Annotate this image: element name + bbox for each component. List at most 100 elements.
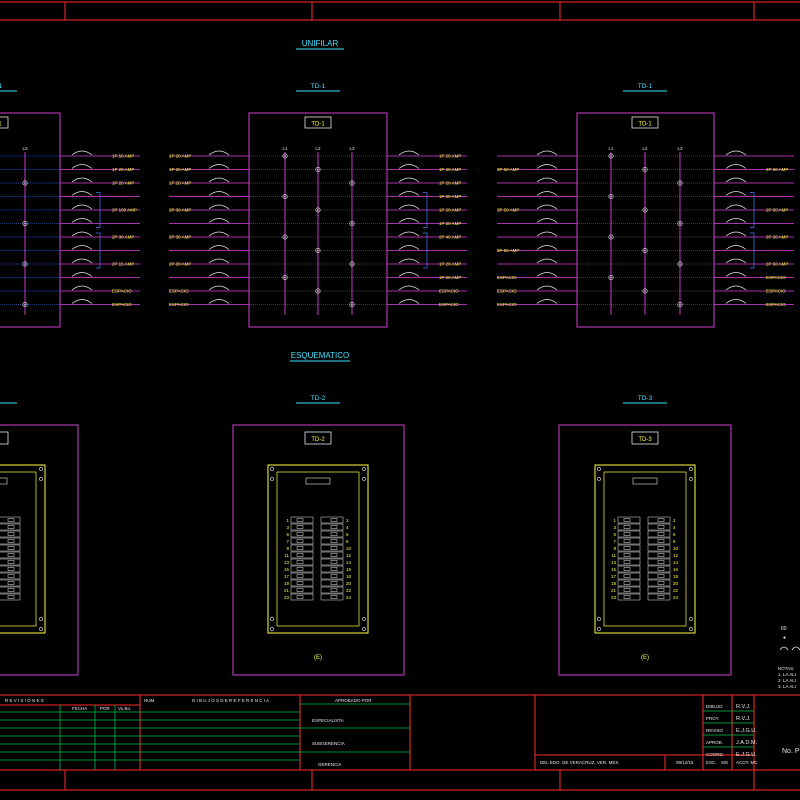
circuit-label-right: 1P 20 AMP	[439, 262, 461, 267]
breaker-handle	[330, 567, 338, 571]
breaker-slot	[647, 558, 671, 566]
breaker-handle	[623, 525, 631, 529]
bus-tap-icon	[315, 207, 321, 213]
bus-tap-dot	[679, 263, 681, 265]
bus-tap-dot	[679, 303, 681, 306]
circuit-label-right: 1P 20 AMP	[439, 208, 461, 213]
circuit-number: 13	[284, 560, 290, 565]
bus-tap-dot	[284, 276, 286, 279]
breaker-slot	[290, 565, 314, 573]
group-bracket	[750, 232, 755, 269]
panel-header-title: TD-1	[311, 83, 326, 90]
tb-field-label: COORD.	[706, 752, 724, 757]
bus-tap-icon	[22, 301, 28, 308]
screw-icon	[689, 617, 693, 621]
circuit-label-right: 2P 50 AMP	[766, 235, 788, 240]
circuit-number: 18	[346, 574, 352, 579]
breaker-slot	[617, 523, 641, 531]
circuit-label-left: 1P 20 AMP	[169, 167, 191, 172]
bus-tap-icon	[315, 166, 321, 173]
schematic-box-title: TD-2	[311, 437, 325, 443]
reference-label: D I B U J O S D E R E F E R E N C I A	[192, 698, 269, 703]
main-breaker	[632, 477, 658, 485]
breaker-slot	[0, 593, 21, 601]
breaker-slot	[647, 572, 671, 580]
breaker-icon	[725, 245, 747, 250]
breaker-slot	[290, 586, 314, 594]
phase-label: L2	[315, 146, 321, 151]
breaker-slot	[320, 593, 344, 601]
bus-tap-icon	[22, 180, 28, 186]
bus-tap-icon	[349, 301, 355, 308]
bus-tap-dot	[317, 290, 319, 292]
circuit-number: 16	[346, 567, 352, 572]
circuit-label-right: 2P 30 AMP	[112, 235, 134, 240]
bus-tap-icon	[608, 193, 614, 200]
circuit-number: 5	[613, 532, 616, 537]
breaker-icon	[71, 231, 93, 237]
por-label: POR	[100, 706, 111, 711]
circuit-label-right: 1P 20 AMP	[439, 275, 461, 280]
bus-tap-icon	[608, 153, 614, 159]
breaker-icon	[71, 272, 93, 277]
note-line-3: 3. LA ALI	[778, 684, 796, 689]
breaker-handle	[657, 588, 665, 592]
circuit-label-right: 1P 50 AMP	[112, 154, 134, 159]
bus-tap-dot	[351, 303, 353, 306]
circuit-label-left: 3P 50 AMP	[497, 248, 519, 253]
breaker-icon	[71, 299, 93, 304]
breaker-icon	[208, 164, 230, 169]
breaker-icon	[398, 218, 420, 223]
breaker-slot	[0, 523, 21, 531]
circuit-label-right: ESPACIO	[112, 302, 132, 307]
breaker-icon	[208, 204, 230, 210]
breaker-handle	[296, 525, 304, 529]
panel-box	[248, 112, 388, 328]
breaker-handle	[330, 518, 338, 522]
breaker-symbol-icon	[779, 646, 800, 651]
breaker-slot	[320, 537, 344, 545]
circuit-number: 3	[613, 525, 616, 530]
breaker-icon	[208, 150, 230, 156]
breaker-slot	[617, 558, 641, 566]
breaker-slot	[617, 579, 641, 587]
breaker-slot	[320, 558, 344, 566]
circuit-label-right: 2P 50 AMP	[766, 208, 788, 213]
panel-inner-frame	[603, 471, 687, 627]
breaker-icon	[536, 272, 558, 277]
screw-icon	[689, 467, 693, 471]
breaker-handle	[296, 588, 304, 592]
breaker-slot	[290, 551, 314, 559]
breaker-handle	[657, 560, 665, 564]
breaker-handle	[623, 588, 631, 592]
screw-icon	[689, 477, 693, 481]
panel-enclosure	[267, 464, 369, 634]
breaker-handle	[296, 546, 304, 550]
circuit-number: 6	[673, 532, 676, 537]
tb-field-label: DIBUJO	[706, 704, 723, 709]
breaker-icon	[725, 285, 747, 291]
fecha-label: FECHA	[72, 706, 87, 711]
circuit-number: 24	[673, 595, 679, 600]
breaker-handle	[296, 553, 304, 557]
title-block: R E V I S I O N E S FECHA POR Vo.Bo. NUM…	[0, 695, 800, 770]
breaker-handle	[623, 595, 631, 599]
bus-tap-icon	[315, 247, 321, 254]
breaker-icon	[725, 164, 747, 169]
breaker-handle	[623, 581, 631, 585]
panel-box-title: TD-1	[311, 122, 325, 128]
legend-mid: ●	[783, 635, 786, 641]
bus-tap-dot	[679, 182, 681, 184]
circuit-label-right: 2P 15 AMP	[112, 262, 134, 267]
breaker-handle	[7, 567, 15, 571]
breaker-icon	[536, 258, 558, 264]
bus-tap-dot	[351, 182, 353, 184]
panel-title-frame	[631, 116, 659, 129]
bus-tap-dot	[317, 209, 319, 211]
schematic-panel-0	[0, 402, 79, 676]
breaker-icon	[71, 258, 93, 264]
breaker-icon	[725, 231, 747, 237]
breaker-handle	[623, 567, 631, 571]
